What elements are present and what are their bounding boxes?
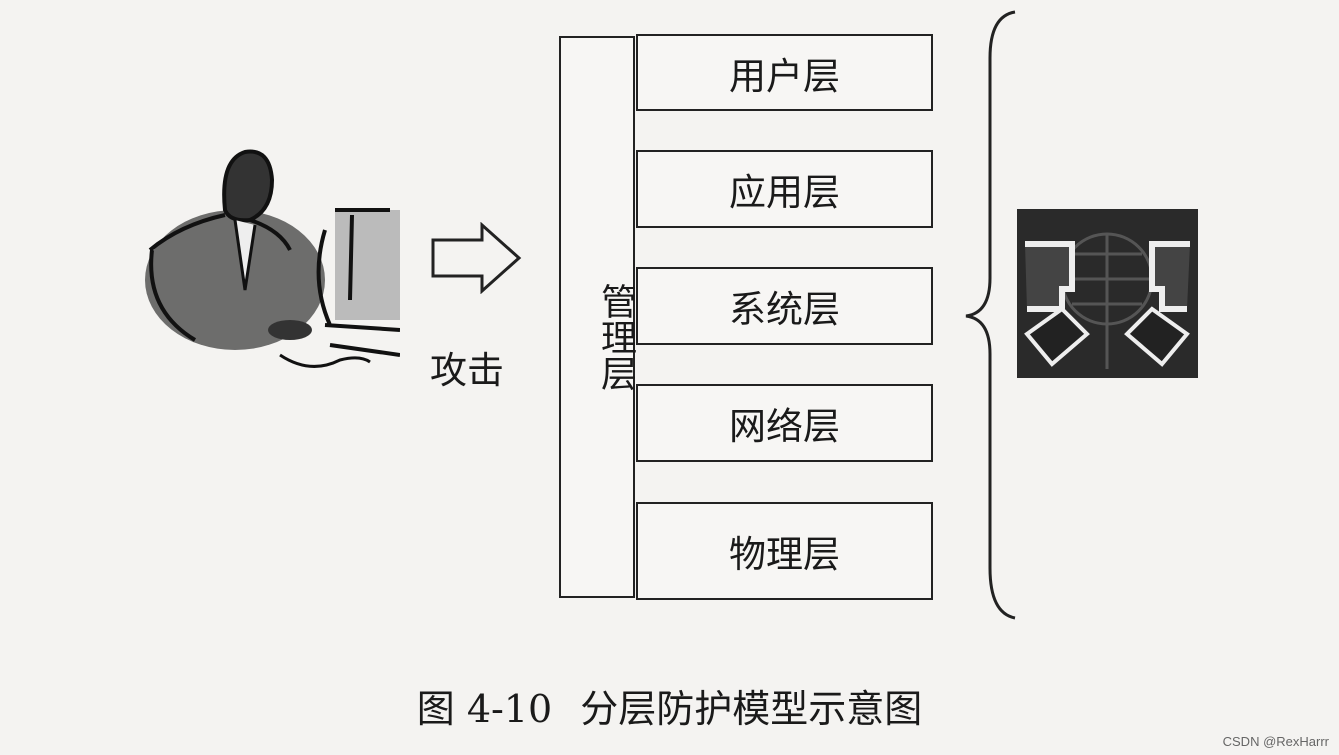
attack-arrow-icon [431,222,522,294]
attack-label: 攻击 [430,349,504,392]
management-layer-box: 管理层 [559,36,636,598]
networked-computers-icon [1017,209,1198,378]
figure-title: 分层防护模型示意图 [580,687,923,731]
brace-icon [965,10,1016,620]
watermark: CSDN @RexHarrr [1222,734,1329,749]
layer-network: 网络层 [636,384,933,462]
attacker-computer-user-icon [145,149,400,368]
layer-system: 系统层 [636,267,933,345]
layer-physical: 物理层 [636,502,933,600]
layer-application: 应用层 [636,150,933,228]
layer-user: 用户层 [636,34,933,111]
management-layer-label: 管理层 [595,283,636,391]
figure-caption: 图 4-10 分层防护模型示意图 [0,678,1339,733]
figure-number: 图 4-10 [416,687,553,731]
